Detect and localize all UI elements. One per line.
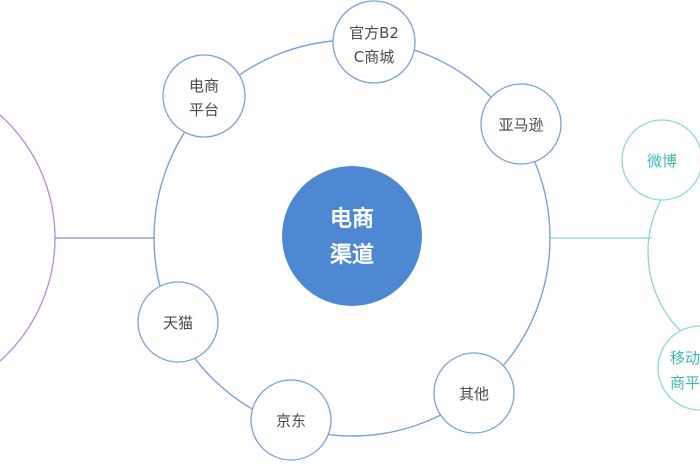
node-mobile-line1: 移动 [670, 349, 700, 367]
right-cluster-circle [647, 156, 700, 348]
node-tmall[interactable]: 天猫 [137, 281, 219, 363]
node-mobile-commerce[interactable]: 移动 商平 [657, 325, 700, 411]
node-jd[interactable]: 京东 [250, 379, 332, 461]
node-jd-label: 京东 [276, 412, 306, 430]
node-tmall-label: 天猫 [163, 314, 193, 332]
center-label-line1: 电商 [330, 206, 374, 232]
left-cluster-circle [0, 114, 56, 362]
node-platform-line2: 平台 [189, 101, 219, 119]
node-official-b2c-line1: 官方B2 [349, 24, 399, 42]
center-node: 电商 渠道 [282, 166, 422, 306]
node-mobile-line2: 商平 [670, 374, 700, 392]
node-weibo-label: 微博 [647, 152, 677, 170]
node-platform-line1: 电商 [189, 77, 219, 95]
node-weibo[interactable]: 微博 [621, 119, 700, 201]
node-other[interactable]: 其他 [433, 352, 515, 434]
center-label-line2: 渠道 [330, 242, 374, 268]
node-official-b2c[interactable]: 官方B2 C商城 [332, 0, 416, 84]
node-amazon-label: 亚马逊 [498, 116, 543, 134]
node-amazon[interactable]: 亚马逊 [480, 83, 562, 165]
node-platform[interactable]: 电商 平台 [162, 54, 246, 138]
node-other-label: 其他 [459, 385, 489, 403]
node-official-b2c-line2: C商城 [354, 48, 394, 66]
